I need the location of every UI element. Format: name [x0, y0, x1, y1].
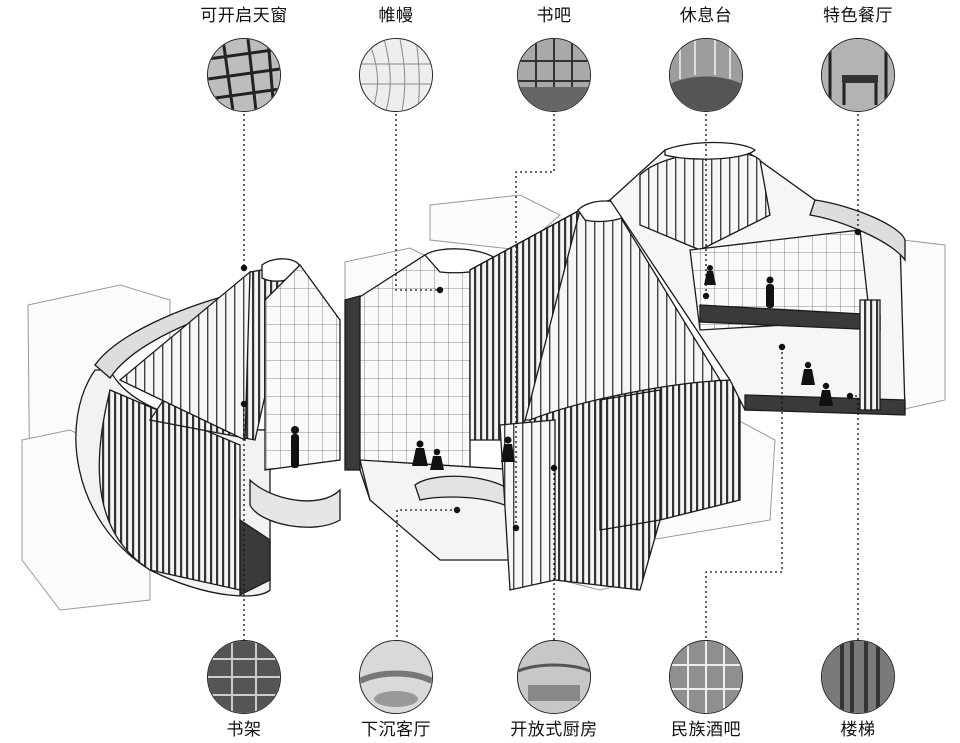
- callout-label: 民族酒吧: [671, 720, 741, 740]
- callout-book-bar: 书吧: [504, 6, 604, 112]
- callout-rest-platform: 休息台: [656, 6, 756, 112]
- callout-label: 特色餐厅: [823, 6, 893, 26]
- leader-ethnic-bar: [705, 347, 783, 640]
- leader-lines: [243, 104, 859, 640]
- callout-label: 书架: [226, 720, 262, 740]
- curtain-photo-icon: [359, 38, 433, 112]
- callout-label: 帷幔: [378, 6, 414, 26]
- sunken-lounge-photo-icon: [359, 640, 433, 714]
- rest-platform-photo-icon: [669, 38, 743, 112]
- callout-skylight: 可开启天窗: [194, 6, 294, 112]
- bookshelf-photo-icon: [207, 640, 281, 714]
- callout-label: 可开启天窗: [200, 6, 288, 26]
- skylight-photo-icon: [207, 38, 281, 112]
- callout-label: 开放式厨房: [510, 720, 598, 740]
- leader-endpoints: [240, 228, 862, 532]
- callout-restaurant: 特色餐厅: [808, 6, 908, 112]
- callout-label: 休息台: [679, 6, 733, 26]
- callout-open-kitchen: 开放式厨房: [504, 640, 604, 740]
- callout-sunken-lounge: 下沉客厅: [346, 640, 446, 740]
- book-bar-photo-icon: [517, 38, 591, 112]
- callout-label: 书吧: [536, 6, 572, 26]
- leader-staircase: [850, 395, 859, 640]
- staircase-photo-icon: [821, 640, 895, 714]
- ethnic-bar-photo-icon: [669, 640, 743, 714]
- callout-ethnic-bar: 民族酒吧: [656, 640, 756, 740]
- callout-label: 楼梯: [840, 720, 876, 740]
- leader-sunken-lounge: [396, 509, 457, 640]
- right-yurt-section: [609, 141, 906, 416]
- restaurant-photo-icon: [821, 38, 895, 112]
- leader-book-bar: [515, 104, 555, 528]
- central-yurt: [469, 199, 741, 591]
- open-kitchen-photo-icon: [517, 640, 591, 714]
- left-yurt-base: [75, 258, 341, 597]
- leader-curtain: [395, 104, 440, 291]
- people-silhouettes: [291, 265, 833, 470]
- callout-bookshelf: 书架: [194, 640, 294, 740]
- callout-curtain: 帷幔: [346, 6, 446, 112]
- callout-staircase: 楼梯: [808, 640, 908, 740]
- callout-label: 下沉客厅: [361, 720, 431, 740]
